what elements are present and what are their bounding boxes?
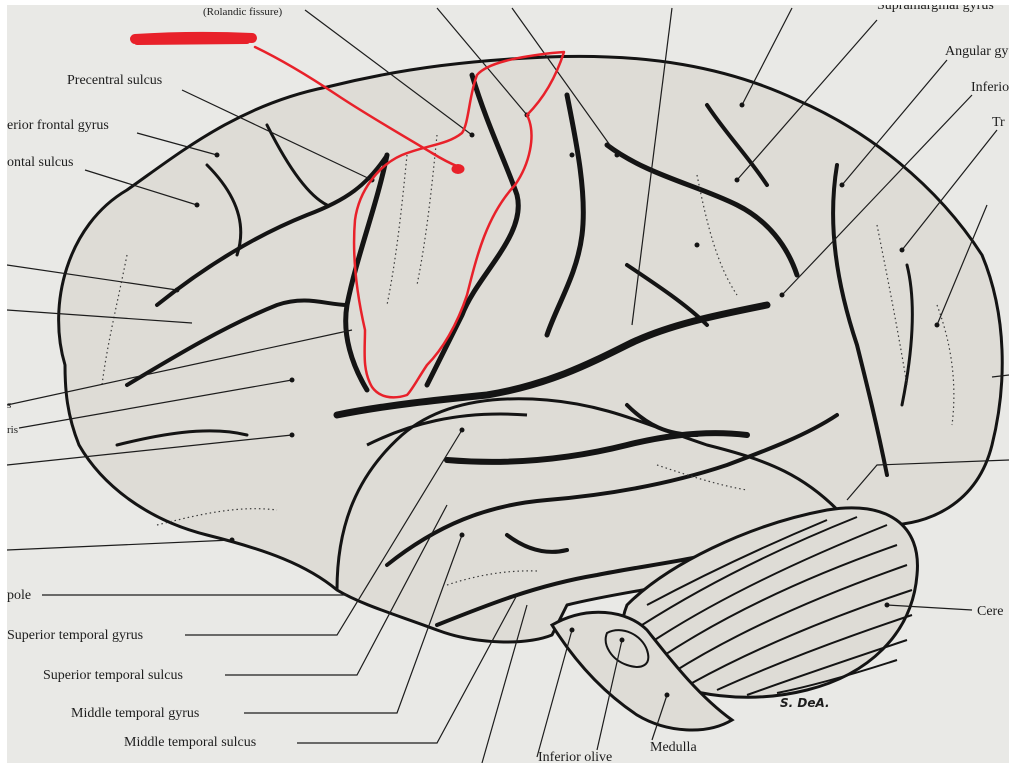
brain-diagram: (Rolandic fissure) Supramarginal gyrus A…: [7, 5, 1009, 763]
label-superior-temporal-gyrus: Superior temporal gyrus: [7, 628, 143, 643]
label-middle-temporal-gyrus: Middle temporal gyrus: [71, 706, 199, 721]
label-tr: Tr: [992, 115, 1005, 130]
label-middle-temporal-sulcus: Middle temporal sulcus: [124, 735, 256, 750]
label-angular-gyrus: Angular gy: [945, 44, 1008, 59]
artist-signature: S. DeA.: [780, 696, 830, 710]
label-ris-fragment: ris: [7, 424, 18, 436]
label-cerebellum: Cere: [977, 604, 1003, 619]
label-s-fragment: s: [7, 399, 11, 411]
label-inferior: Inferio: [971, 80, 1009, 95]
label-medulla: Medulla: [650, 740, 697, 755]
red-dot-marker: [452, 164, 465, 174]
label-superior-frontal-gyrus: erior frontal gyrus: [7, 118, 109, 133]
label-precentral-sulcus: Precentral sulcus: [67, 73, 162, 88]
label-inferior-olive: Inferior olive: [538, 750, 612, 763]
textbook-page: (Rolandic fissure) Supramarginal gyrus A…: [7, 5, 1009, 763]
label-superior-temporal-sulcus: Superior temporal sulcus: [43, 668, 183, 683]
label-pole: pole: [7, 588, 31, 603]
label-rolandic-fissure: (Rolandic fissure): [203, 6, 282, 18]
label-supramarginal-gyrus: Supramarginal gyrus: [877, 5, 994, 13]
label-frontal-sulcus: ontal sulcus: [7, 155, 74, 170]
